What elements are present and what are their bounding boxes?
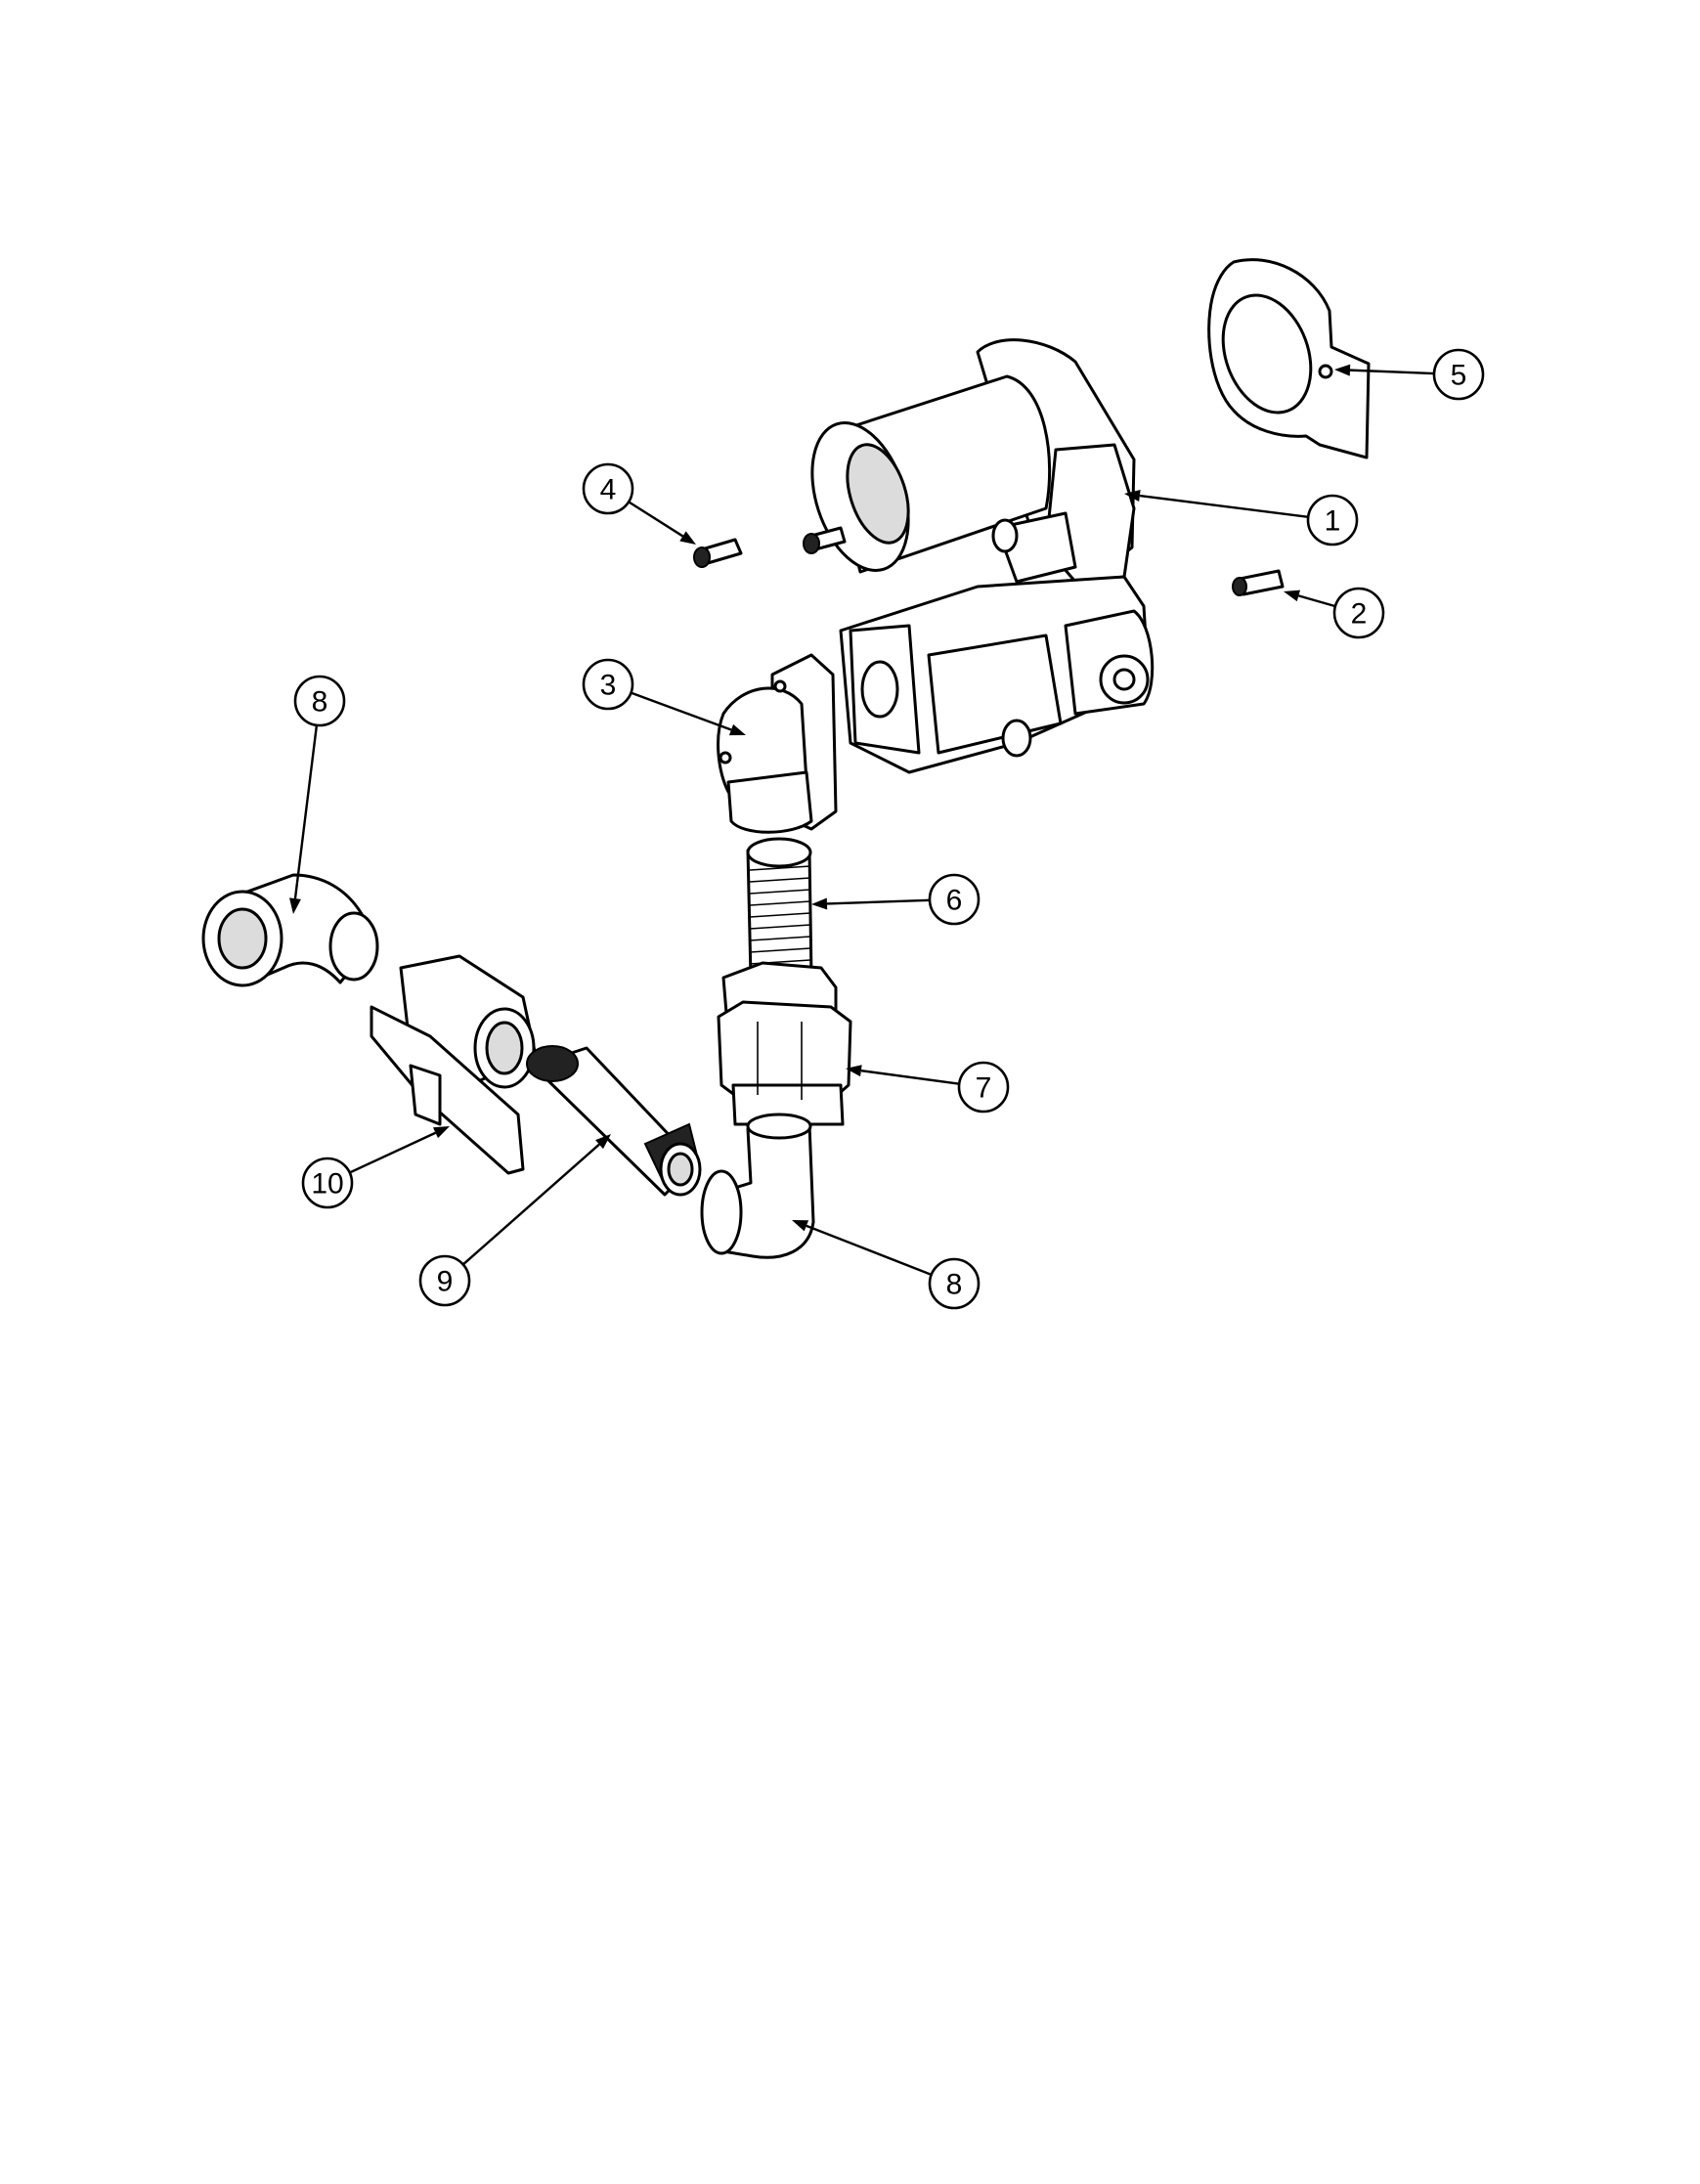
arrowhead [595, 1134, 611, 1150]
callout-balloon [957, 1061, 1010, 1114]
leader-line [860, 1069, 960, 1085]
callout-balloon [582, 658, 634, 711]
callout-balloon [293, 675, 346, 727]
callout-balloon [1332, 587, 1385, 639]
callout-c10: 10 [301, 1126, 450, 1209]
callout-balloon [928, 1257, 981, 1310]
callout-number: 8 [312, 686, 328, 719]
part-ball-valve [370, 954, 538, 1175]
leader-line [349, 1131, 436, 1174]
callout-balloon [1432, 348, 1485, 401]
leader-line [1139, 494, 1309, 519]
callout-c4: 4 [582, 462, 696, 545]
part-elbow-upper [201, 873, 379, 987]
callout-number: 7 [976, 1072, 992, 1105]
callout-c5: 5 [1334, 348, 1485, 401]
callout-balloon [418, 1254, 471, 1307]
callout-number: 2 [1351, 598, 1368, 631]
callout-balloon [1306, 494, 1359, 546]
leader-line [293, 724, 319, 899]
callout-number: 8 [946, 1269, 963, 1301]
arrowhead [792, 1220, 809, 1232]
part-small-fitting [1232, 569, 1285, 596]
callout-c2: 2 [1284, 587, 1385, 639]
arrowhead [1124, 490, 1141, 502]
arrowhead [432, 1126, 450, 1139]
callout-c7: 7 [846, 1061, 1010, 1114]
leader-line [1349, 369, 1435, 375]
leader-line [1298, 594, 1336, 608]
arrowhead [811, 897, 828, 910]
callout-number: 5 [1451, 360, 1467, 392]
callout-number: 1 [1325, 505, 1341, 538]
leader-line [461, 1143, 600, 1266]
part-gasket-plate [1207, 258, 1371, 459]
arrowhead [728, 723, 746, 736]
part-long-nipple [526, 1045, 702, 1197]
arrowhead [1284, 590, 1301, 602]
leader-line [826, 898, 931, 905]
callout-c3: 3 [582, 658, 746, 736]
callout-c8b: 8 [792, 1220, 981, 1310]
callout-balloon [301, 1157, 354, 1209]
part-union [717, 961, 852, 1126]
part-valve-assembly [810, 338, 1155, 774]
part-threaded-nipple [746, 837, 813, 980]
callout-c6: 6 [811, 873, 981, 926]
callout-number: 3 [600, 670, 617, 702]
callout-c1: 1 [1124, 490, 1359, 546]
callout-layer: 1 2 3 4 5 6 7 8 8 9 10 [289, 348, 1485, 1310]
callout-c9: 9 [418, 1134, 611, 1307]
callout-number: 9 [437, 1266, 454, 1298]
part-flange-elbow [717, 653, 838, 834]
arrowhead [289, 897, 301, 914]
callout-number: 4 [600, 474, 617, 506]
callout-balloon [582, 462, 634, 515]
part-screws [693, 526, 847, 568]
callout-c8a: 8 [289, 675, 346, 914]
leader-line [628, 501, 684, 538]
arrowhead [1334, 364, 1351, 376]
part-elbow-lower [700, 1113, 815, 1259]
callout-balloon [928, 873, 981, 926]
leader-line [631, 691, 732, 731]
callout-number: 10 [311, 1168, 343, 1201]
callout-number: 6 [946, 885, 963, 917]
leader-line [806, 1224, 933, 1277]
arrowhead [846, 1065, 862, 1077]
arrowhead [679, 531, 696, 545]
